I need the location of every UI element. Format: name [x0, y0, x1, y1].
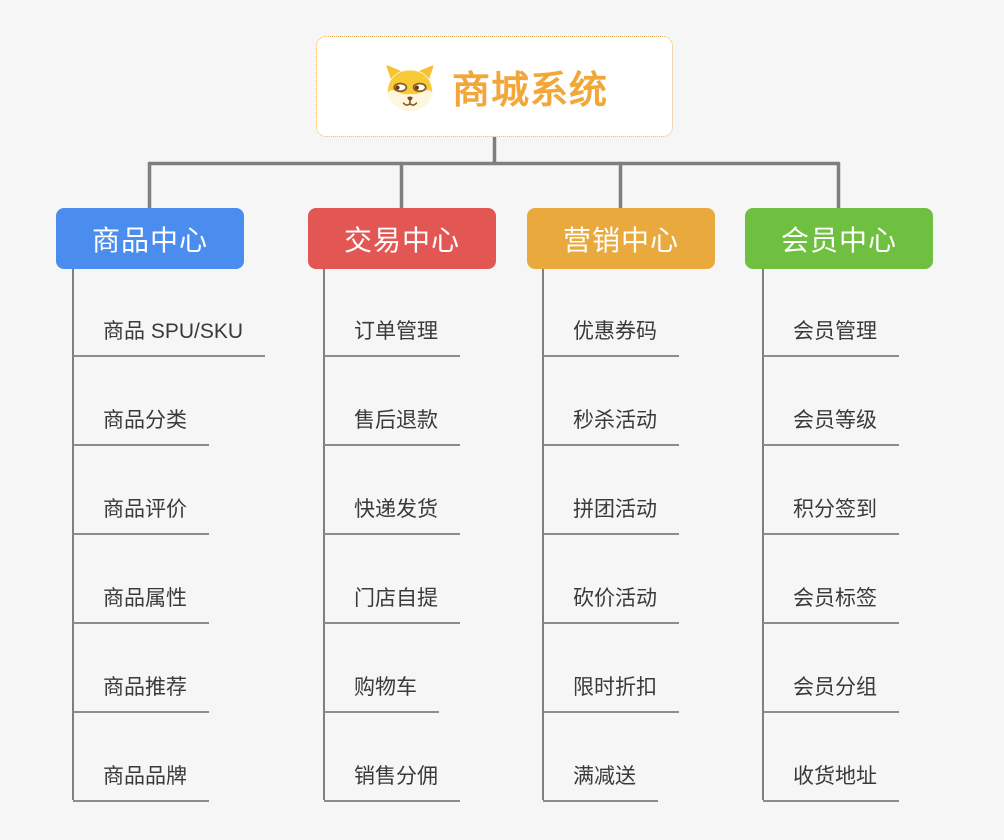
dog-face-icon [381, 61, 439, 113]
sub-item[interactable]: 商品评价 [73, 496, 209, 535]
sub-item[interactable]: 会员分组 [763, 674, 899, 713]
sub-item[interactable]: 会员标签 [763, 585, 899, 624]
branch-node-0[interactable]: 商品中心 [56, 208, 244, 269]
sub-item[interactable]: 商品推荐 [73, 674, 209, 713]
sub-item[interactable]: 快递发货 [324, 496, 460, 535]
sub-item[interactable]: 购物车 [324, 674, 439, 713]
branch-node-3[interactable]: 会员中心 [745, 208, 933, 269]
sub-item[interactable]: 销售分佣 [324, 763, 460, 802]
sub-item[interactable]: 会员管理 [763, 318, 899, 357]
sub-item[interactable]: 秒杀活动 [543, 407, 679, 446]
sub-item[interactable]: 订单管理 [324, 318, 460, 357]
branch-label: 交易中心 [343, 224, 460, 256]
branch-label: 商品中心 [91, 224, 208, 256]
sub-item[interactable]: 售后退款 [324, 407, 460, 446]
sub-item[interactable]: 商品分类 [73, 407, 209, 446]
root-title: 商城系统 [451, 70, 608, 112]
sub-item[interactable]: 积分签到 [763, 496, 899, 535]
sub-item[interactable]: 拼团活动 [543, 496, 679, 535]
branch-label: 营销中心 [562, 224, 679, 256]
branch-node-2[interactable]: 营销中心 [527, 208, 715, 269]
sub-item[interactable]: 商品品牌 [73, 763, 209, 802]
sub-item[interactable]: 优惠券码 [543, 318, 679, 357]
sub-item[interactable]: 商品属性 [73, 585, 209, 624]
sub-item[interactable]: 收货地址 [763, 763, 899, 802]
sub-item[interactable]: 商品 SPU/SKU [73, 318, 266, 357]
sub-item[interactable]: 限时折扣 [543, 674, 679, 713]
sub-item[interactable]: 会员等级 [763, 407, 899, 446]
branch-node-1[interactable]: 交易中心 [308, 208, 496, 269]
root-node[interactable]: 商城系统 [316, 36, 673, 137]
branch-label: 会员中心 [780, 224, 897, 256]
sub-item[interactable]: 满减送 [543, 763, 658, 802]
sub-item[interactable]: 门店自提 [324, 585, 460, 624]
sub-item[interactable]: 砍价活动 [543, 585, 679, 624]
